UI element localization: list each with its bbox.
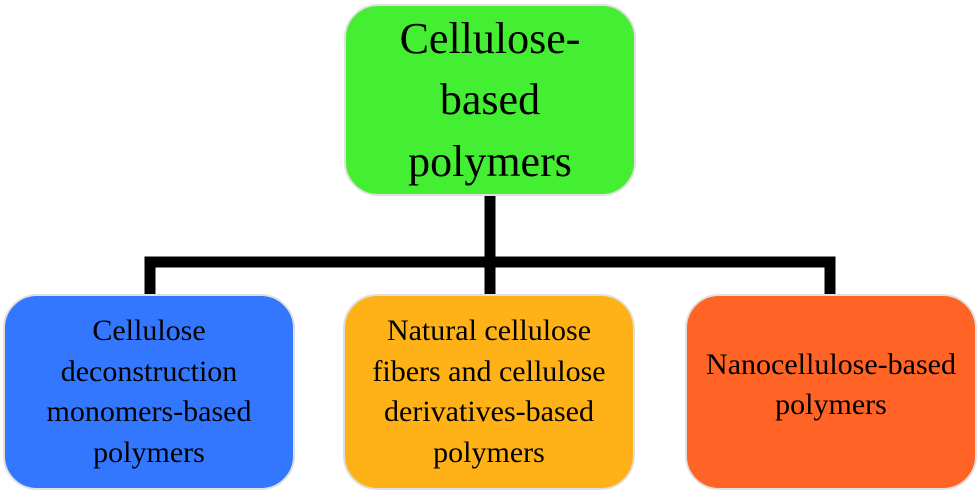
child-node-label: Cellulose deconstruction monomers-based … <box>46 314 252 469</box>
child-node-deconstruction-monomers: Cellulose deconstruction monomers-based … <box>3 294 295 490</box>
child-node-label: Nanocellulose-based polymers <box>706 347 956 422</box>
child-node-label: Natural cellulose fibers and cellulose d… <box>372 314 606 469</box>
root-node-label: Cellulose-based polymers <box>399 13 581 186</box>
child-node-nanocellulose: Nanocellulose-based polymers <box>685 294 977 490</box>
child-node-natural-fibers-derivatives: Natural cellulose fibers and cellulose d… <box>343 294 635 490</box>
root-node-cellulose-based-polymers: Cellulose-based polymers <box>344 4 636 196</box>
